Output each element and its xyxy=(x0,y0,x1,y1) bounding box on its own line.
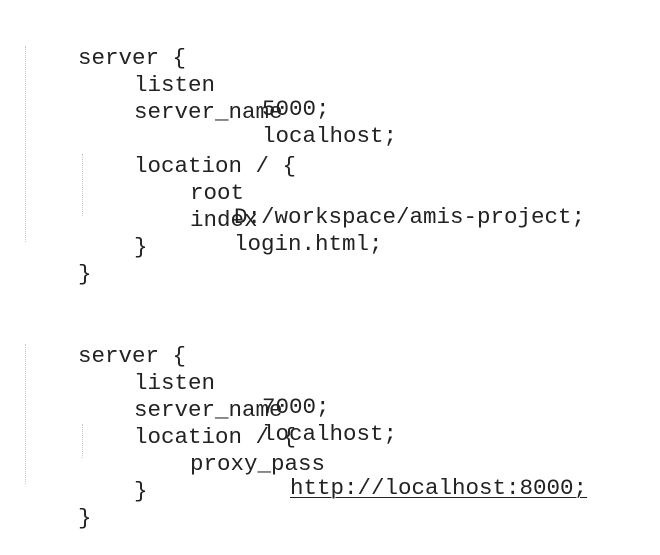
directive-key: listen xyxy=(134,72,216,98)
directive-value: D:/workspace/amis-project; xyxy=(234,204,586,230)
directive-key: server_name xyxy=(134,397,283,423)
directive-key: server_name xyxy=(134,99,283,125)
directive-key: listen xyxy=(134,370,216,396)
directive-value: localhost; xyxy=(262,421,398,447)
indent-guide xyxy=(82,154,83,216)
directive-key: root xyxy=(190,180,245,206)
location-block-close: } xyxy=(134,478,148,504)
root-directive: root D:/workspace/amis-project; xyxy=(136,157,585,229)
directive-value: localhost; xyxy=(262,123,398,149)
location-block-open: location / { xyxy=(134,424,297,450)
location-block-close: } xyxy=(134,234,148,260)
indent-guide xyxy=(25,344,26,484)
indent-guide xyxy=(82,424,83,458)
directive-value: 5000; xyxy=(262,96,330,122)
directive-key: index xyxy=(190,207,258,233)
proxy-pass-directive: proxy_pass http://localhost:8000; xyxy=(136,428,587,500)
server-name-directive: server_name localhost; xyxy=(80,76,397,148)
proxy-pass-url-link[interactable]: http://localhost:8000; xyxy=(290,475,588,501)
indent-guide xyxy=(25,46,26,242)
listen-directive: listen 5000; xyxy=(80,49,330,121)
directive-value: 7000; xyxy=(262,394,330,420)
server-name-directive: server_name localhost; xyxy=(80,374,397,446)
index-directive: index login.html; xyxy=(136,184,383,256)
server-block-close: } xyxy=(78,505,92,531)
location-block-open: location / { xyxy=(134,153,297,179)
server-block-open: server { xyxy=(78,45,187,71)
directive-key: proxy_pass xyxy=(190,451,326,477)
listen-directive: listen 7000; xyxy=(80,347,330,419)
server-block-open: server { xyxy=(78,343,187,369)
server-block-close: } xyxy=(78,261,92,287)
directive-value: login.html; xyxy=(234,231,383,257)
